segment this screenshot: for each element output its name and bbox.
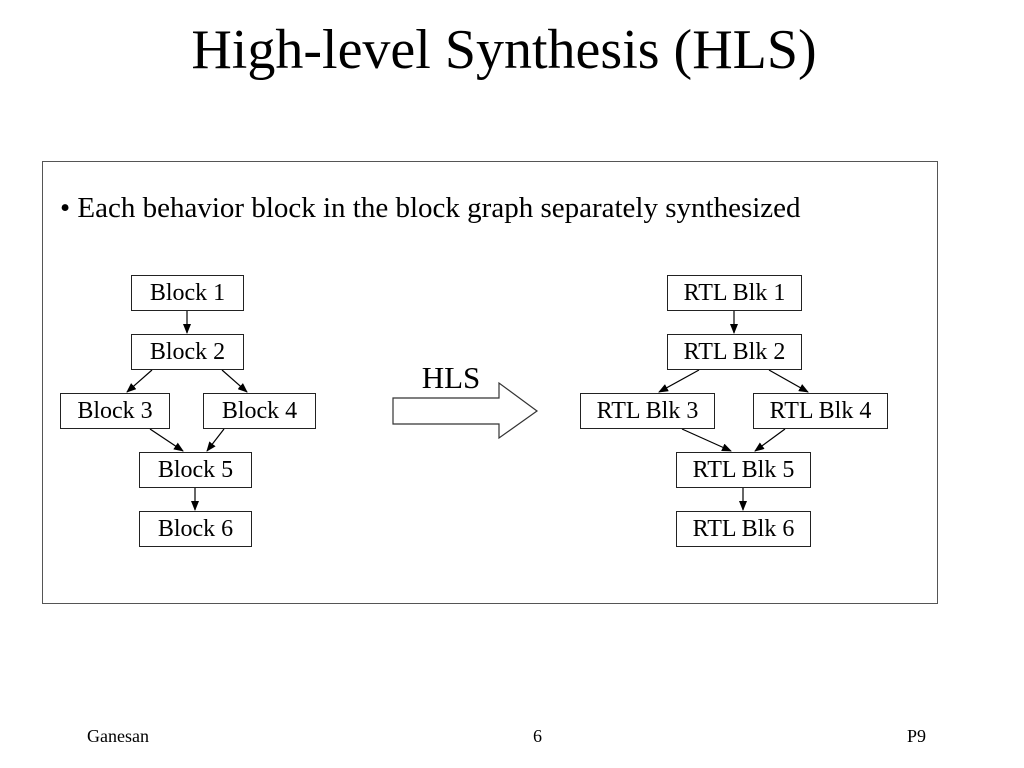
bullet-text: • Each behavior block in the block graph… [60, 192, 801, 224]
rtl-blk-edge-2-to-4 [768, 369, 809, 393]
edge-group [126, 311, 809, 511]
footer-author: Ganesan [87, 726, 149, 746]
block-edge-4-to-5 [206, 428, 225, 452]
block-4-node: Block 4 [203, 393, 316, 429]
rtl-blk-2-node: RTL Blk 2 [667, 334, 802, 370]
rtl-blk-4-node: RTL Blk 4 [753, 393, 888, 429]
block-edge-3-to-5 [149, 428, 184, 452]
footer-code: P9 [907, 726, 927, 746]
slide-title: High-level Synthesis (HLS) [191, 19, 817, 81]
block-6-node: Block 6 [139, 511, 252, 547]
rtl-blk-edge-4-to-5 [754, 428, 786, 452]
rtl-blk-1-node: RTL Blk 1 [667, 275, 802, 311]
hls-arrow-label: HLS [421, 360, 481, 395]
block-1-node: Block 1 [131, 275, 244, 311]
rtl-blk-3-node: RTL Blk 3 [580, 393, 715, 429]
rtl-blk-edge-2-to-3 [658, 369, 700, 393]
rtl-blk-edge-3-to-5 [681, 428, 732, 452]
block-5-node: Block 5 [139, 452, 252, 488]
block-2-node: Block 2 [131, 334, 244, 370]
hls-block-arrow [392, 381, 539, 440]
rtl-blk-6-node: RTL Blk 6 [676, 511, 811, 547]
footer-slide-number: 6 [533, 726, 542, 746]
block-edge-2-to-4 [221, 369, 248, 393]
content-panel [42, 161, 938, 604]
block-3-node: Block 3 [60, 393, 170, 429]
rtl-blk-5-node: RTL Blk 5 [676, 452, 811, 488]
block-edge-2-to-3 [126, 369, 153, 393]
